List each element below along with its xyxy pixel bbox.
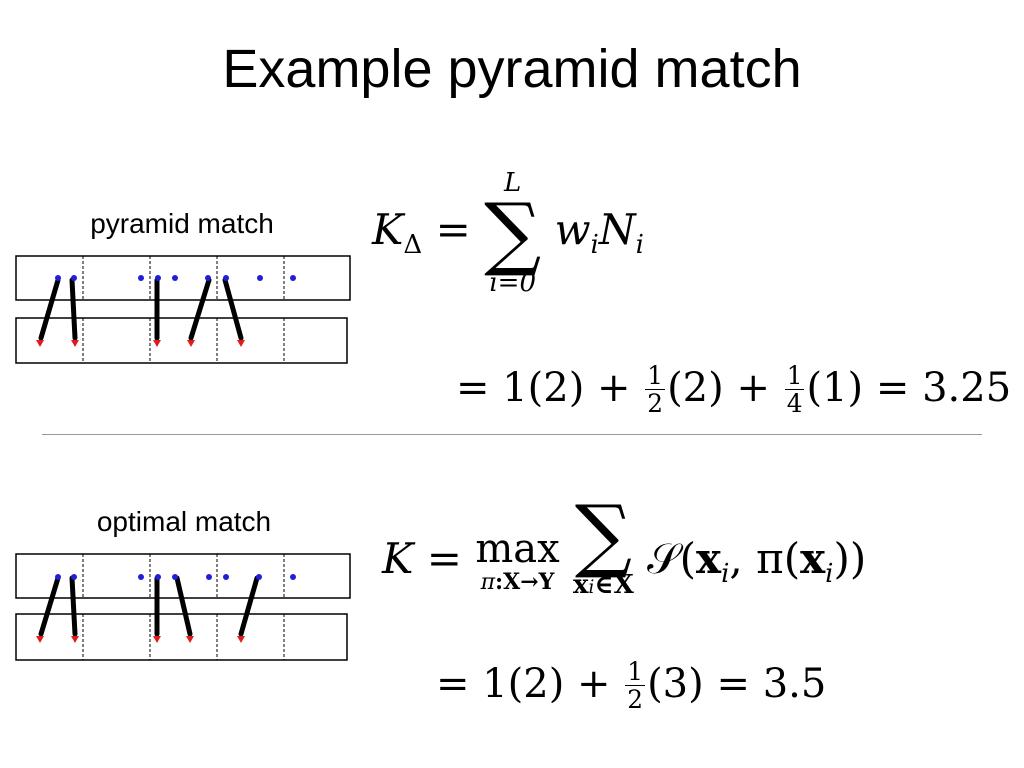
count-subscript: i xyxy=(635,230,644,261)
count-term: N xyxy=(598,205,636,254)
pyramid-top-row xyxy=(15,255,351,301)
pyramid-match-label: pyramid match xyxy=(90,208,274,239)
pyramid-bottom-row xyxy=(15,317,348,364)
slide-title: Example pyramid match xyxy=(222,39,802,99)
sum-upper-limit: L xyxy=(504,168,522,198)
optimal-points xyxy=(55,574,296,580)
term-2: (2) + xyxy=(667,365,770,412)
optimal-top-dividers xyxy=(82,554,285,598)
sum-subscript: xi∈X xyxy=(573,570,634,600)
term-2: (3) = xyxy=(647,661,750,708)
max-subscript: π:X→Y xyxy=(480,568,555,595)
optimal-arrow-heads xyxy=(36,636,245,643)
optimal-match-diagram xyxy=(15,553,351,661)
similarity-symbol: 𝒮 xyxy=(647,534,680,583)
equals-sign: = xyxy=(436,661,470,708)
pyramid-arrow-heads xyxy=(36,340,245,347)
summation-operator: ∑ xi∈X xyxy=(573,488,634,603)
pyramid-top-dividers xyxy=(82,256,285,300)
max-word: max xyxy=(475,525,560,572)
optimal-bottom-dividers xyxy=(82,614,285,660)
x-vector: x xyxy=(696,534,722,583)
optimal-bottom-row xyxy=(15,613,348,661)
k-symbol: K xyxy=(372,205,404,254)
weight-subscript: i xyxy=(590,230,599,261)
k-subscript: Δ xyxy=(403,230,423,261)
pyramid-result: 3.25 xyxy=(922,365,1012,412)
k-symbol: K xyxy=(382,534,414,583)
equals-sign: = xyxy=(456,365,490,412)
pyramid-points xyxy=(55,275,296,281)
pi-function: , π( xyxy=(729,534,801,583)
term-3: (1) = xyxy=(806,365,910,412)
summation-operator: L ∑ i=0 xyxy=(484,168,541,298)
optimal-top-row xyxy=(15,553,351,599)
pyramid-kernel-equation: KΔ = L ∑ i=0 wiNi xyxy=(372,168,644,298)
optimal-kernel-equation: K = max π:X→Y ∑ xi∈X 𝒮(xi, π(xi)) xyxy=(382,488,867,603)
equals-sign: = xyxy=(435,205,471,254)
optimal-match-lines xyxy=(38,575,260,637)
sum-symbol: ∑ xyxy=(484,186,542,279)
pyramid-bottom-dividers xyxy=(82,318,285,363)
max-operator: max π:X→Y xyxy=(475,529,559,596)
pyramid-match-diagram xyxy=(15,255,351,364)
term-1: 1(2) + xyxy=(482,661,611,708)
section-divider xyxy=(42,434,982,435)
optimal-match-label: optimal match xyxy=(96,506,272,537)
pyramid-match-lines xyxy=(38,277,244,341)
close-paren: )) xyxy=(833,534,867,583)
sum-symbol: ∑ xyxy=(574,488,632,581)
term-1: 1(2) + xyxy=(502,365,631,412)
optimal-result: 3.5 xyxy=(762,661,827,708)
x-vector: x xyxy=(800,534,826,583)
open-paren: ( xyxy=(679,534,697,583)
weight-term: w xyxy=(554,205,591,254)
equals-sign: = xyxy=(426,534,462,583)
sum-lower-limit: i=0 xyxy=(489,268,536,298)
